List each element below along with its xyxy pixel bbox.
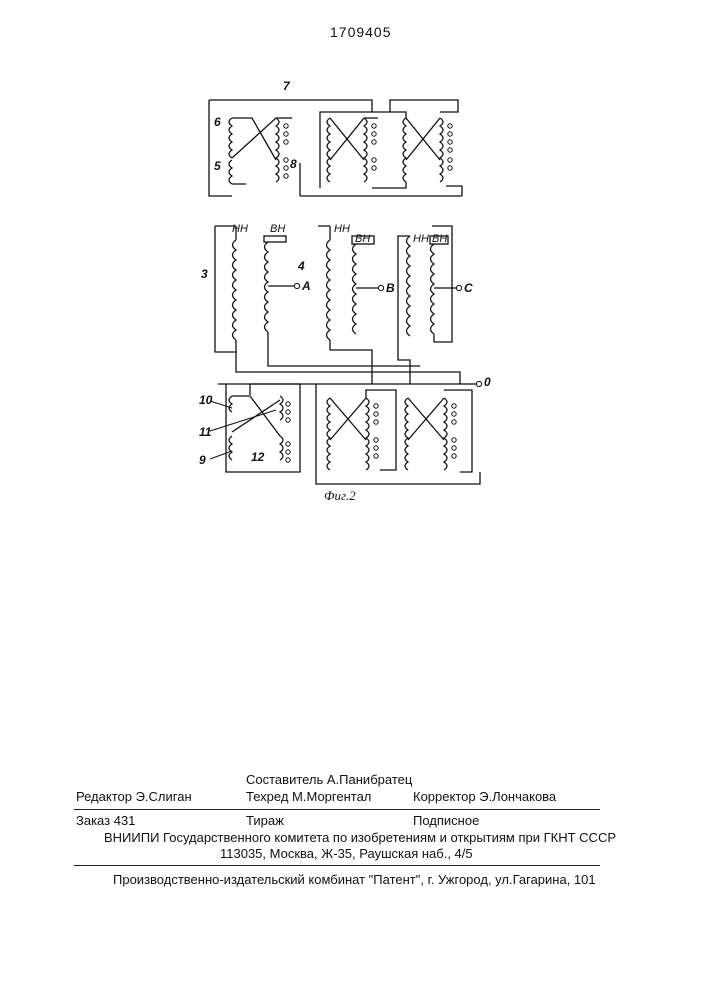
- label-12: 12: [251, 450, 265, 464]
- org-line: ВНИИПИ Государственного комитета по изоб…: [104, 830, 616, 845]
- techred: Техред М.Моргентал: [246, 789, 371, 804]
- label-nn-a: НН: [232, 223, 248, 235]
- separator-line: [74, 809, 600, 810]
- coil-b3-right: [444, 398, 447, 470]
- coil-block2-left: [327, 118, 330, 182]
- editor: Редактор Э.Слиган: [76, 789, 192, 804]
- circulation: Тираж: [246, 813, 284, 828]
- coil-12: [280, 436, 283, 460]
- terminal-b: B: [386, 281, 395, 295]
- coil-6: [229, 118, 232, 158]
- coil-10: [229, 396, 232, 412]
- label-3: 3: [201, 267, 208, 281]
- coil-b3-left: [405, 398, 408, 470]
- coil-c-nn: [407, 236, 411, 336]
- middle-winding-group: [215, 226, 476, 395]
- label-5: 5: [214, 159, 221, 173]
- top-winding-group: [209, 100, 462, 196]
- transformer-schematic: 6 5 7 8 3 4 НН ВН НН ВН НН ВН A B C 0 10…: [0, 0, 707, 520]
- address: 113035, Москва, Ж-35, Раушская наб., 4/5: [220, 846, 473, 861]
- coil-9: [229, 436, 232, 460]
- label-11: 11: [199, 425, 212, 439]
- label-nn-b: НН: [334, 223, 350, 235]
- publisher: Производственно-издательский комбинат "П…: [113, 872, 596, 887]
- order: Заказ 431: [76, 813, 135, 828]
- coil-block3-right: [440, 118, 443, 182]
- coil-b2-left: [327, 398, 330, 470]
- label-4: 4: [297, 259, 305, 273]
- label-10: 10: [199, 393, 213, 407]
- label-7: 7: [283, 79, 291, 93]
- coil-b-nn: [327, 240, 331, 340]
- coil-c-vn: [431, 244, 435, 334]
- coil-block3-left: [403, 118, 406, 182]
- figure-caption: Фиг.2: [324, 488, 356, 503]
- coil-4-vn: [265, 242, 269, 332]
- label-nn-c: НН: [413, 233, 429, 245]
- bottom-winding-group: [218, 384, 480, 484]
- coil-tapped-bottom: [280, 396, 283, 420]
- coil-b-vn: [353, 244, 357, 334]
- label-vn-c: ВН: [432, 233, 447, 245]
- label-vn-b: ВН: [355, 233, 370, 245]
- label-9: 9: [199, 453, 206, 467]
- coil-3-nn: [233, 240, 237, 340]
- coil-tapped-1: [276, 118, 279, 182]
- label-6: 6: [214, 115, 221, 129]
- compiler: Составитель А.Панибратец: [246, 772, 412, 787]
- subscription: Подписное: [413, 813, 479, 828]
- terminal-a: A: [301, 279, 311, 293]
- separator-line: [74, 865, 600, 866]
- label-8: 8: [290, 157, 297, 171]
- terminal-neutral: 0: [484, 375, 491, 389]
- coil-block2-right: [364, 118, 367, 182]
- label-vn-a: ВН: [270, 223, 285, 235]
- corrector: Корректор Э.Лончакова: [413, 789, 556, 804]
- terminal-c: C: [464, 281, 473, 295]
- coil-b2-right: [366, 398, 369, 470]
- coil-5: [229, 160, 232, 184]
